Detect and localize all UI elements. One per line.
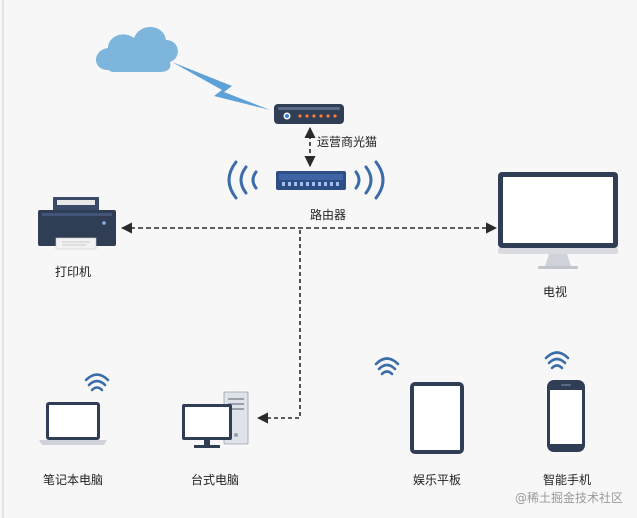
monitor-icon — [498, 172, 618, 269]
tablet-label: 娱乐平板 — [412, 473, 462, 487]
laptop-wifi-icon — [84, 373, 110, 392]
router-desktop-link — [256, 230, 301, 424]
modem-label: 运营商光猫 — [316, 135, 378, 149]
desktop-icon — [182, 391, 249, 448]
router-wifi-left-icon — [227, 160, 258, 200]
phone-label: 智能手机 — [542, 473, 592, 487]
phone-icon — [547, 380, 585, 452]
router-icon — [276, 171, 346, 190]
printer-label: 打印机 — [54, 265, 92, 279]
printer-icon — [38, 197, 116, 250]
laptop-icon — [39, 402, 107, 445]
desktop-label: 台式电脑 — [190, 473, 240, 487]
tablet-icon — [410, 382, 464, 454]
tablet-wifi-icon — [374, 357, 400, 376]
lightning-icon — [172, 62, 270, 110]
watermark: @稀土掘金技术社区 — [514, 491, 623, 505]
cloud-icon — [96, 26, 178, 72]
modem-icon — [274, 104, 344, 124]
monitor-label: 电视 — [542, 285, 568, 299]
router-label: 路由器 — [309, 208, 347, 222]
phone-wifi-icon — [544, 351, 570, 370]
laptop-label: 笔记本电脑 — [42, 473, 104, 487]
router-wifi-right-icon — [354, 160, 385, 200]
